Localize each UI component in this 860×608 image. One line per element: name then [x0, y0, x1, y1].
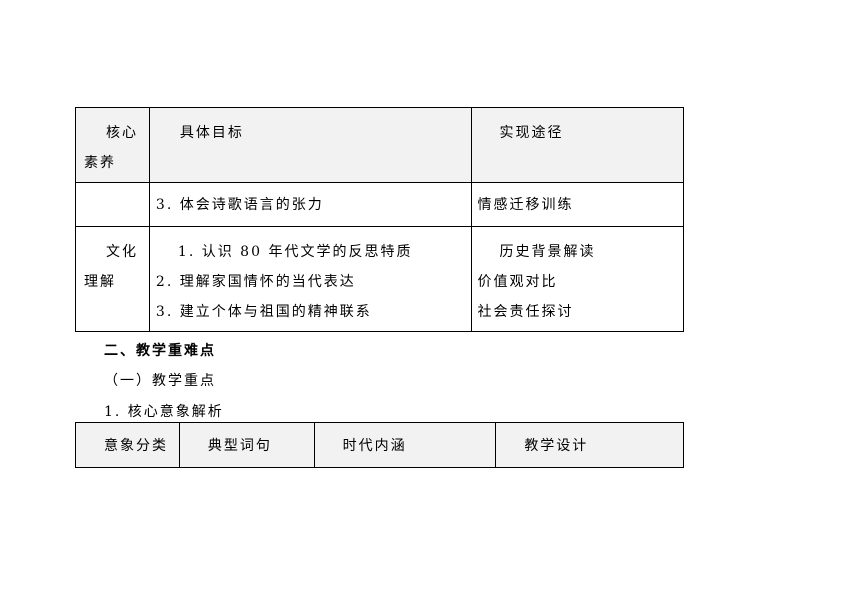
header-core-literacy-line1: 核心: [106, 125, 138, 141]
row1-goal-text: 3. 体会诗歌语言的张力: [155, 197, 324, 213]
table-row: 文化 理解 1. 认识 80 年代文学的反思特质 2. 理解家国情怀的当代表达 …: [75, 226, 685, 332]
table-header-row: 意象分类 典型词句 时代内涵 教学设计: [75, 422, 684, 468]
header-specific-goals-cell: 具体目标: [148, 107, 472, 183]
row2-core-literacy-line2: 理解: [84, 274, 116, 290]
header-core-literacy-cell: 核心 素养: [75, 107, 150, 183]
row2-path-1: 历史背景解读: [499, 244, 596, 260]
row2-path-3: 社会责任探讨: [477, 304, 574, 320]
header-implementation-path-cell: 实现途径: [470, 107, 685, 183]
table-header-row: 核心 素养 具体目标 实现途径: [75, 107, 685, 183]
header-core-literacy-line2: 素养: [84, 155, 116, 171]
row1-goal-cell: 3. 体会诗歌语言的张力: [148, 182, 472, 227]
row1-path-cell: 情感迁移训练: [470, 182, 685, 227]
row1-path-text: 情感迁移训练: [477, 197, 574, 213]
row2-goal-3: 3. 建立个体与祖国的精神联系: [155, 304, 372, 320]
header-imagery-category: 意象分类: [75, 422, 180, 468]
row2-core-literacy-line1: 文化: [106, 244, 138, 260]
table-row: 3. 体会诗歌语言的张力 情感迁移训练: [75, 182, 685, 227]
header-typical-lines: 典型词句: [178, 422, 315, 468]
row2-goal-2: 2. 理解家国情怀的当代表达: [155, 274, 356, 290]
row2-core-literacy-cell: 文化 理解: [75, 226, 150, 332]
objectives-table: 核心 素养 具体目标 实现途径 3. 体会诗歌语言的张力 情感迁移训练 文化 理…: [75, 107, 685, 332]
header-teaching-design: 教学设计: [495, 422, 684, 468]
row2-path-2: 价值观对比: [477, 274, 558, 290]
row2-paths-cell: 历史背景解读 价值观对比 社会责任探讨: [470, 226, 685, 332]
header-era-connotation: 时代内涵: [313, 422, 497, 468]
row2-goals-cell: 1. 认识 80 年代文学的反思特质 2. 理解家国情怀的当代表达 3. 建立个…: [148, 226, 472, 332]
imagery-analysis-table: 意象分类 典型词句 时代内涵 教学设计: [75, 422, 684, 468]
row2-goal-1: 1. 认识 80 年代文学的反思特质: [177, 244, 413, 260]
subsection-heading: （一）教学重点: [104, 373, 216, 389]
row1-core-literacy-cell: [75, 182, 150, 227]
section-heading: 二、教学重难点: [104, 343, 216, 359]
header-specific-goals: 具体目标: [179, 125, 244, 141]
header-implementation-path: 实现途径: [499, 125, 564, 141]
item-heading: 1. 核心意象解析: [104, 404, 224, 420]
